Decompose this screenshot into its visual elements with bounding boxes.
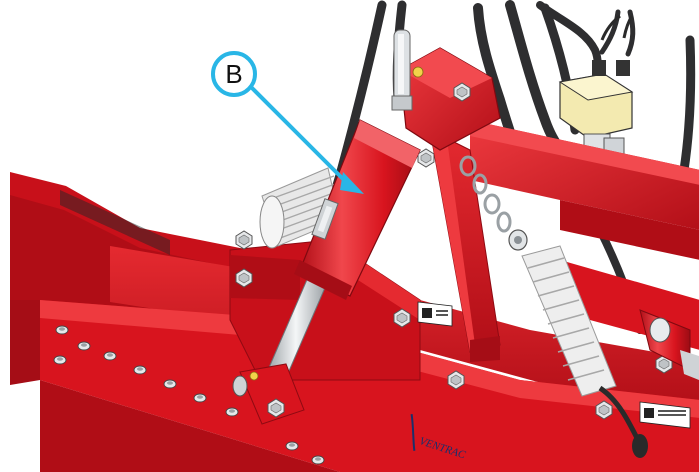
callout-leader-line (250, 86, 352, 188)
callout-b: B (211, 51, 364, 194)
chain-link-icon (459, 155, 528, 251)
hex-bolt-icon (235, 230, 253, 250)
hydraulic-fitting-top (391, 29, 413, 111)
hydraulic-cylinder (232, 119, 421, 425)
upright-arm (429, 129, 501, 362)
top-pivot-bracket (391, 29, 501, 151)
callout-circle (211, 51, 257, 97)
callout-label: B (225, 59, 242, 89)
spring-right (521, 245, 648, 458)
right-cylinder (639, 309, 699, 380)
hose-far-right (679, 35, 696, 175)
warning-decal-right (639, 401, 691, 429)
hydraulic-fitting (311, 198, 339, 240)
hose-top-right (599, 9, 621, 55)
warning-decal (417, 301, 453, 327)
